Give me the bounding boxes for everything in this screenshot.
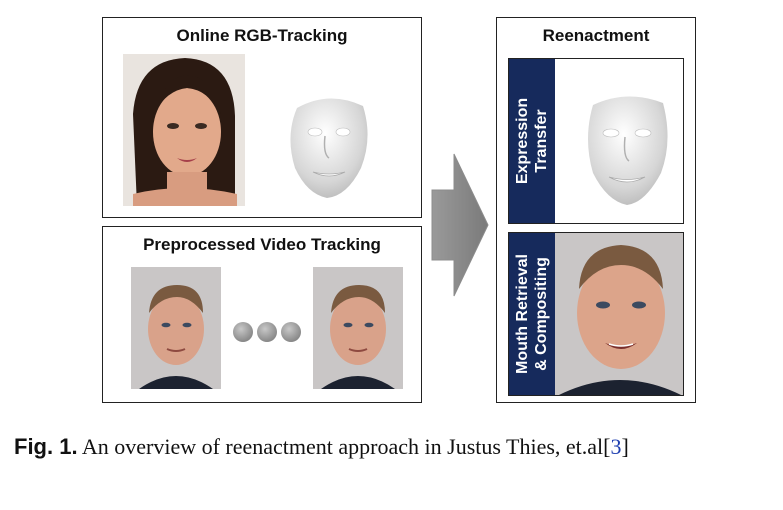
- video-frame-last: [313, 267, 403, 389]
- ellipsis-dot-3: [281, 322, 301, 342]
- face-mesh-icon: [283, 88, 375, 200]
- mouth-retrieval-label-bg: Mouth Retrieval & Compositing: [509, 233, 555, 395]
- online-rgb-tracking-title: Online RGB-Tracking: [176, 26, 348, 45]
- ellipsis-dot-1: [233, 322, 253, 342]
- online-rgb-tracking-box: Online RGB-Tracking: [102, 17, 422, 218]
- caption-text: An overview of reenactment approach in J…: [77, 434, 604, 459]
- ellipsis-dot-2: [257, 322, 277, 342]
- target-actor-face-image-last: [313, 267, 403, 389]
- reenactment-box: Reenactment Expression Transfer Mouth Re…: [496, 17, 696, 403]
- expression-transfer-label-bg: Expression Transfer: [509, 59, 555, 223]
- video-frame-first: [131, 267, 221, 389]
- preprocessed-video-tracking-box: Preprocessed Video Tracking: [102, 226, 422, 403]
- citation-open: [: [603, 434, 611, 459]
- figure-caption: Fig. 1. An overview of reenactment appro…: [14, 432, 774, 462]
- expression-transfer-label: Expression Transfer: [514, 97, 550, 185]
- flow-arrow-icon: [431, 153, 489, 297]
- reenactment-title: Reenactment: [542, 26, 650, 45]
- composited-face-image: [555, 233, 683, 395]
- citation-close: ]: [621, 434, 629, 459]
- mouth-retrieval-label: Mouth Retrieval & Compositing: [514, 253, 550, 375]
- preprocessed-video-tracking-title: Preprocessed Video Tracking: [143, 235, 381, 254]
- expression-transfer-panel: Expression Transfer: [508, 58, 684, 224]
- transferred-face-mesh-icon: [588, 96, 668, 205]
- actor-face-image: [123, 54, 245, 206]
- target-actor-face-image: [131, 267, 221, 389]
- mouth-retrieval-panel: Mouth Retrieval & Compositing: [508, 232, 684, 396]
- figure-label: Fig. 1.: [14, 434, 78, 459]
- citation-link[interactable]: 3: [610, 434, 622, 459]
- actor-photo: [123, 54, 245, 206]
